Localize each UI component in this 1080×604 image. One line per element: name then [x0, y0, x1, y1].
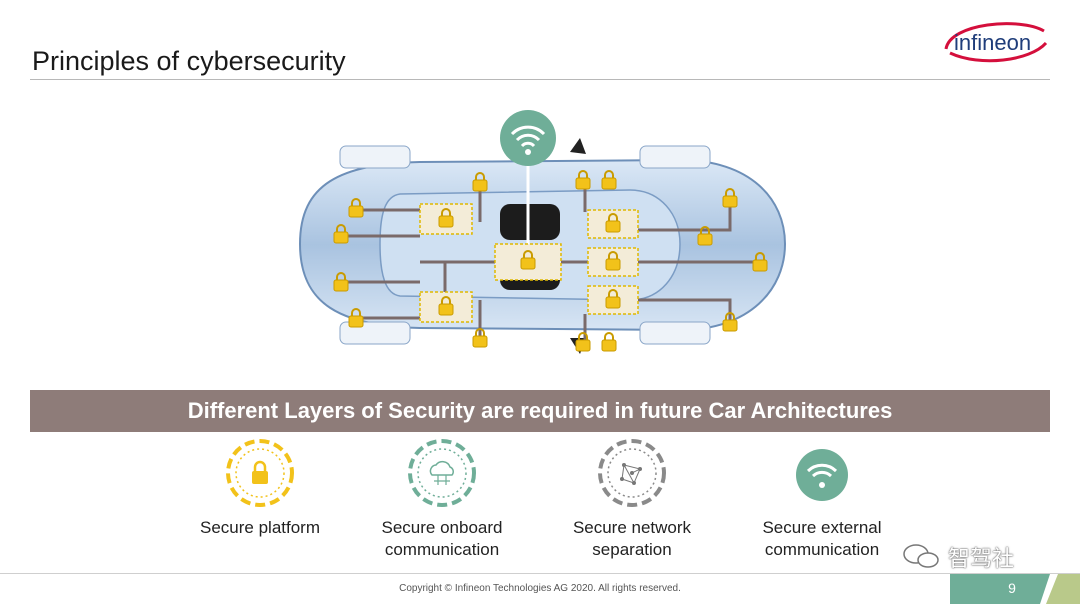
wifi-icon [500, 110, 556, 166]
pillar-label: Secure onboard communication [381, 518, 503, 559]
page-title: Principles of cybersecurity [32, 46, 346, 76]
security-layers-banner: Different Layers of Security are require… [30, 390, 1050, 432]
page-number: 9 [1008, 580, 1016, 596]
footer-divider [0, 573, 1080, 574]
pillar-secure-network-separation: Secure network separation [532, 435, 732, 561]
pillar-label: Secure external communication [762, 518, 882, 559]
title-divider [30, 79, 1050, 80]
copyright: Copyright © Infineon Technologies AG 202… [399, 583, 681, 594]
wechat-icon [903, 544, 939, 568]
pillar-secure-platform: Secure platform [160, 435, 360, 539]
watermark: 智驾社 [948, 547, 1015, 572]
network-icon [598, 439, 666, 507]
logo-text: infineon [954, 30, 1031, 55]
pillar-secure-external-communication: Secure external communication [722, 435, 922, 561]
lock-icon [226, 439, 294, 507]
car-architecture-illustration [298, 110, 787, 354]
page-number-tab [950, 574, 1080, 604]
wifi-icon [796, 449, 848, 501]
pillar-label: Secure platform [200, 518, 320, 537]
infineon-logo: infineon [944, 22, 1048, 63]
pillar-secure-onboard-communication: Secure onboard communication [342, 435, 542, 561]
cloud-circuit-icon [408, 439, 476, 507]
pillar-label: Secure network separation [572, 518, 692, 559]
